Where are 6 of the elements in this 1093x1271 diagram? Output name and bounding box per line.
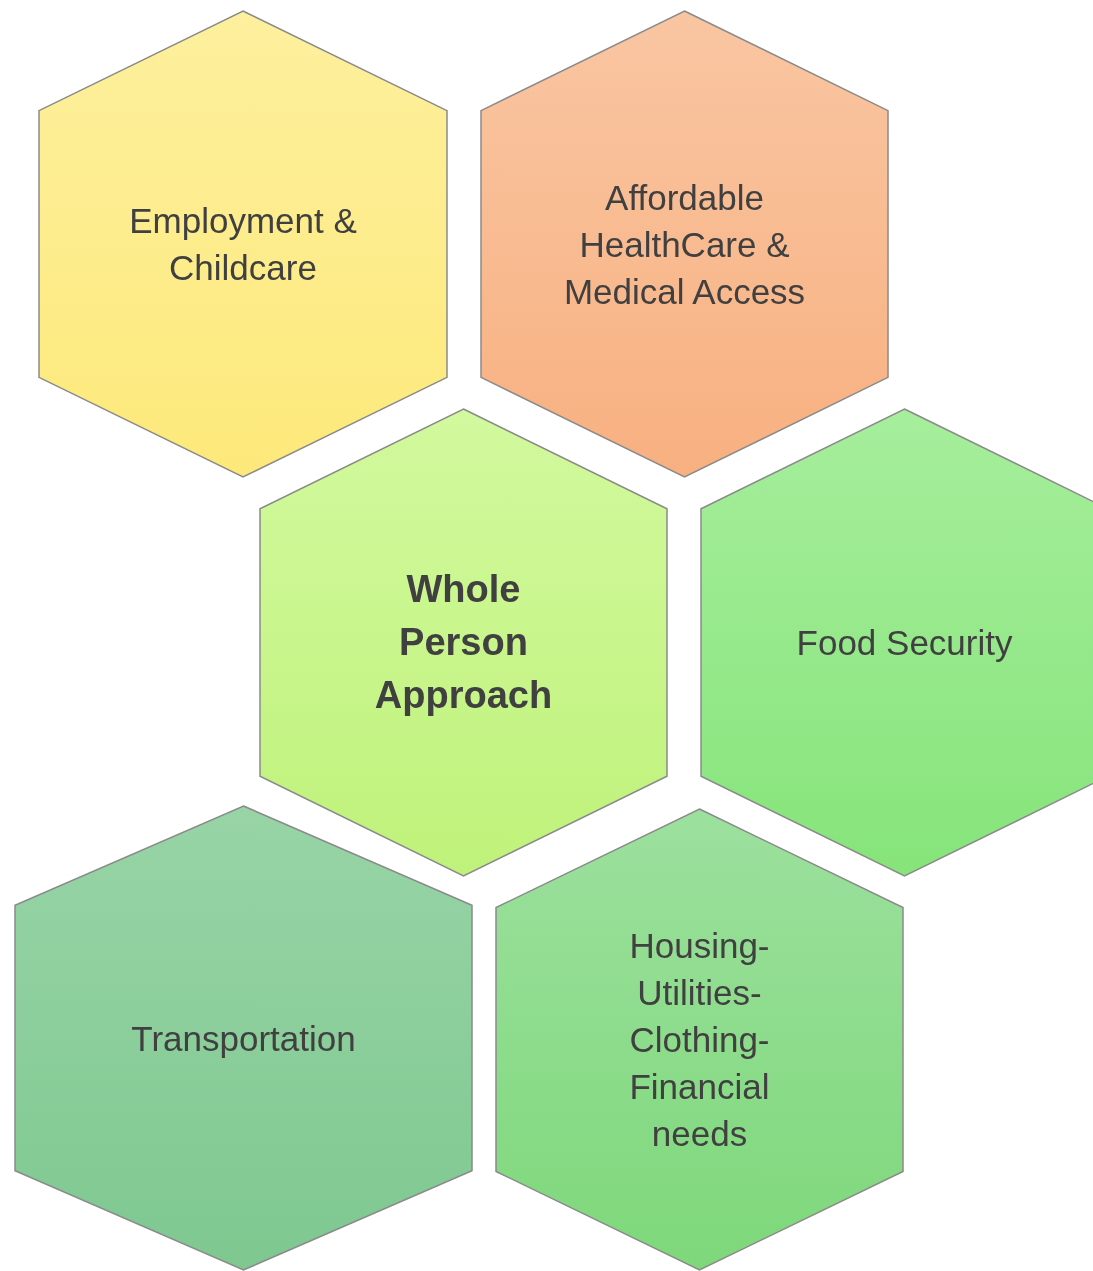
tile-label: Affordable HealthCare & Medical Access	[562, 176, 807, 313]
tile-label: Employment & Childcare	[128, 200, 358, 289]
tile-label: Whole Person Approach	[373, 567, 554, 718]
tile-label: Food Security	[795, 622, 1014, 664]
tile-label: Housing- Utilities- Clothing- Financial needs	[628, 925, 771, 1155]
tile-label: Transportation	[130, 1017, 357, 1060]
